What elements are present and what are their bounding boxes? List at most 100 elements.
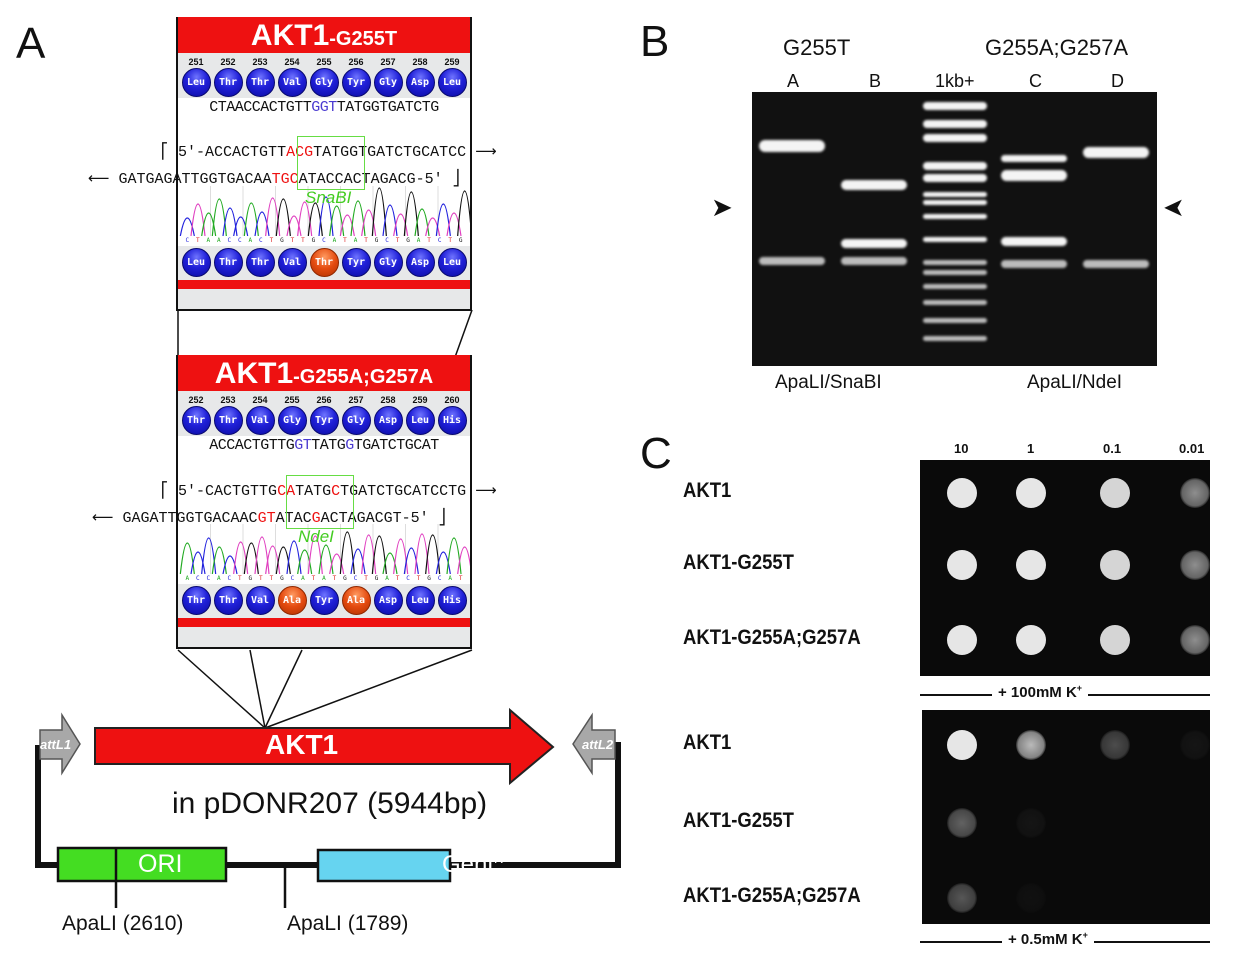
attl1-label: attL1 <box>40 737 72 752</box>
ladder-band <box>923 174 987 182</box>
yeast-spot <box>947 808 977 838</box>
basecall: C <box>227 575 232 582</box>
residue-ball: Gly <box>373 68 403 97</box>
residue-ball: Thr <box>213 586 243 615</box>
basecall: T <box>395 237 400 244</box>
chromatogram-peak <box>361 209 377 236</box>
ladder-band <box>923 300 987 305</box>
residue-ball: Val <box>277 248 307 277</box>
residue-ball: Tyr <box>309 586 339 615</box>
residue-ball: Thr <box>245 248 275 277</box>
ladder-band <box>923 162 987 170</box>
gene-name: AKT1 <box>250 19 330 52</box>
chromatogram-peak <box>233 216 249 236</box>
dilution-label: 10 <box>954 441 969 456</box>
residue-number: 260 <box>444 395 460 405</box>
agarose-gel <box>752 92 1157 366</box>
residue-ball: Thr <box>181 586 211 615</box>
mutation-name: -G255T <box>329 28 398 50</box>
reverse-primer: ⟵ GAGATTGGTGACAACGTATACGACTAGACGT-5′ ⎦ <box>92 508 447 527</box>
residue-number: 256 <box>316 395 332 405</box>
gel-band <box>1001 155 1067 162</box>
basecall: T <box>364 575 368 582</box>
yeast-spot <box>1016 478 1046 508</box>
ladder-band <box>923 102 987 110</box>
residue-ball: Gly <box>341 406 371 435</box>
residue-ball: Leu <box>437 68 467 97</box>
chromatogram-peak <box>446 212 462 236</box>
residue-number: 252 <box>188 395 204 405</box>
card-title: AKT1-G255A;G257A <box>178 355 470 391</box>
residue-ball: Leu <box>405 406 435 435</box>
forward-primer: ⎡ 5′-ACCACTGTTACGTATGGTGATCTGCATCC ⟶ <box>160 142 497 161</box>
residue-number: 253 <box>220 395 236 405</box>
chromatogram-peak <box>222 555 238 574</box>
chromatogram-peak <box>403 547 419 574</box>
mutated-residue-ball: Ala <box>341 586 371 615</box>
yeast-spot <box>947 883 977 913</box>
yeast-spot <box>1180 550 1210 580</box>
basecall: G <box>311 237 316 244</box>
basecall: T <box>364 237 368 244</box>
residue-ball: Val <box>277 68 307 97</box>
gel-band <box>1083 147 1149 158</box>
ladder-band <box>923 237 987 242</box>
chromatogram-peak <box>297 549 313 574</box>
ladder-band <box>923 134 987 142</box>
yeast-spot <box>1016 550 1046 580</box>
chromatogram-peak <box>179 217 195 236</box>
yeast-spot <box>947 478 977 508</box>
residue-ball: Leu <box>405 586 435 615</box>
residue-ball: His <box>437 586 467 615</box>
lane-label: D <box>1111 71 1124 91</box>
gent-label: GentR <box>442 851 504 878</box>
basecall: C <box>353 575 358 582</box>
residue-ball: Gly <box>309 68 339 97</box>
chromatogram-peak <box>403 191 419 236</box>
vector-label: in pDONR207 (5944bp) <box>172 787 488 820</box>
chromatogram-peak <box>254 211 270 236</box>
chromatogram-peak <box>265 545 281 574</box>
apali-2610-label: ApaLI (2610) <box>62 912 184 935</box>
apali-1789-label: ApaLI (1789) <box>287 912 409 935</box>
restriction-site-box <box>286 475 354 529</box>
residue-number: 254 <box>252 395 268 405</box>
strain-label: AKT1 <box>683 731 732 754</box>
residue-ball: Tyr <box>341 248 371 277</box>
ladder-band <box>923 260 987 265</box>
basecall: T <box>259 575 263 582</box>
strain-label: AKT1 <box>683 479 732 502</box>
akt1-arrow <box>94 707 555 786</box>
basecall: T <box>395 575 400 582</box>
chromatogram-peak <box>339 531 355 574</box>
basecall: C <box>385 237 389 244</box>
yeast-spot <box>1100 478 1130 508</box>
lane-label: A <box>787 71 800 91</box>
chromatogram-peak <box>435 551 451 574</box>
chromatogram-peak <box>339 214 355 236</box>
chromatogram-peak <box>371 535 387 574</box>
gel-band <box>1001 170 1067 181</box>
basecall: C <box>195 575 200 582</box>
basecall: A <box>185 575 190 582</box>
basecall: A <box>448 575 452 582</box>
basecall: A <box>332 237 337 244</box>
residue-ball: Leu <box>181 248 211 277</box>
basecall: T <box>332 575 337 582</box>
residue-ball: Thr <box>181 406 211 435</box>
group-label-g255t: G255T <box>783 35 851 60</box>
strain-label: AKT1-G255T <box>683 809 794 832</box>
residue-number: 251 <box>188 57 204 67</box>
residue-number: 256 <box>348 57 364 67</box>
chromatogram-peak <box>457 190 470 236</box>
yeast-spot <box>1100 625 1130 655</box>
basecall: T <box>290 237 295 244</box>
basecall: C <box>227 237 232 244</box>
residue-number: 259 <box>412 395 428 405</box>
residue-ball: Leu <box>437 248 467 277</box>
chromatogram-peak <box>307 202 323 236</box>
enzyme-label-ndei: NdeI <box>298 527 334 546</box>
